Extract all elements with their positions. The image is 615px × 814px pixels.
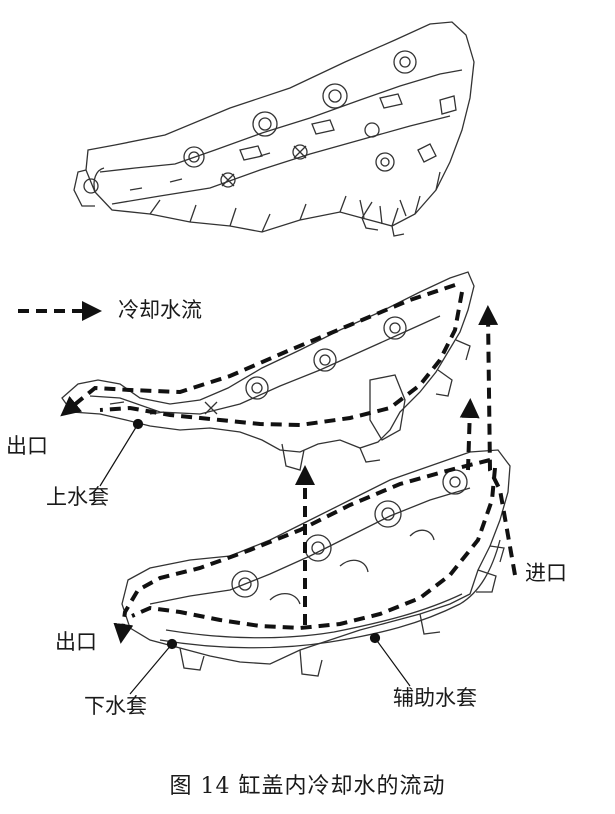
lower-water-jacket	[121, 449, 511, 677]
auxiliary-water-jacket	[159, 539, 501, 649]
auxiliary-jacket-label: 辅助水套	[393, 686, 477, 710]
flow-upper-bottom	[99, 291, 464, 428]
upper-water-jacket	[61, 271, 475, 471]
legend-label: 冷却水流	[118, 298, 202, 322]
flow-riser-right	[459, 398, 480, 471]
label-leaders	[99, 418, 411, 695]
flow-lower-top	[113, 458, 491, 644]
cylinder-head-casting	[73, 21, 475, 237]
inlet-label: 进口	[525, 561, 567, 585]
lower-jacket-label: 下水套	[84, 694, 147, 718]
flow-inlet-riser	[478, 305, 517, 576]
upper-jacket-label: 上水套	[46, 485, 109, 509]
outlet-label-upper: 出口	[6, 434, 48, 458]
flow-upper-top	[60, 283, 456, 417]
outlet-label-lower: 出口	[55, 630, 97, 654]
cooling-flow-lines	[60, 283, 517, 644]
figure-caption: 图 14 缸盖内冷却水的流动	[169, 774, 446, 799]
flow-lower-bottom	[131, 467, 497, 631]
